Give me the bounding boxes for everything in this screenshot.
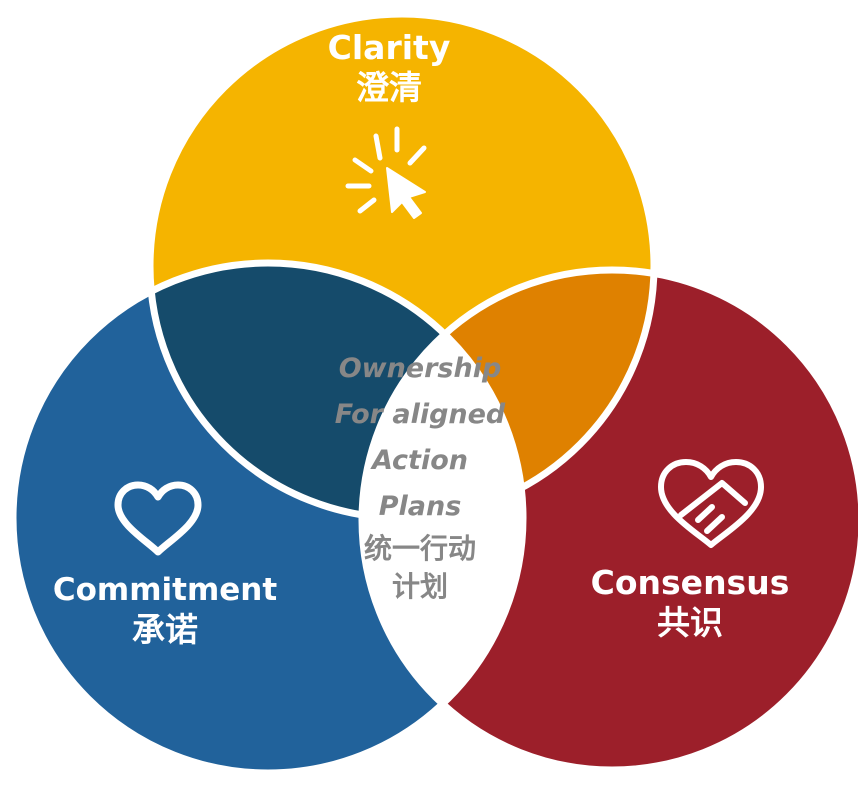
commitment-label: Commitment 承诺 bbox=[30, 570, 300, 650]
commitment-title: Commitment bbox=[52, 572, 278, 608]
clarity-title: Clarity bbox=[327, 28, 451, 67]
clarity-label: Clarity 澄清 bbox=[289, 28, 489, 108]
commitment-outline bbox=[9, 259, 527, 777]
commitment-title-zh: 承诺 bbox=[132, 610, 198, 649]
clarity-outline bbox=[146, 10, 658, 522]
consensus-title: Consensus bbox=[590, 563, 790, 602]
center-line-3: Action bbox=[371, 445, 468, 476]
center-line-1: Ownership bbox=[338, 353, 502, 384]
consensus-title-zh: 共识 bbox=[657, 603, 723, 642]
clarity-title-zh: 澄清 bbox=[356, 68, 422, 107]
consensus-label: Consensus 共识 bbox=[565, 563, 815, 643]
cursor-click-icon bbox=[345, 126, 427, 219]
consensus-outline bbox=[358, 266, 858, 774]
center-line-zh-2: 计划 bbox=[391, 570, 448, 603]
heart-outline-icon bbox=[114, 481, 202, 556]
center-line-zh-1: 统一行动 bbox=[363, 532, 476, 565]
heart-handshake-icon bbox=[658, 459, 764, 548]
center-line-2: For aligned bbox=[334, 399, 506, 430]
center-line-4: Plans bbox=[378, 491, 462, 522]
center-label: Ownership For aligned Action Plans 统一行动 … bbox=[310, 346, 530, 606]
